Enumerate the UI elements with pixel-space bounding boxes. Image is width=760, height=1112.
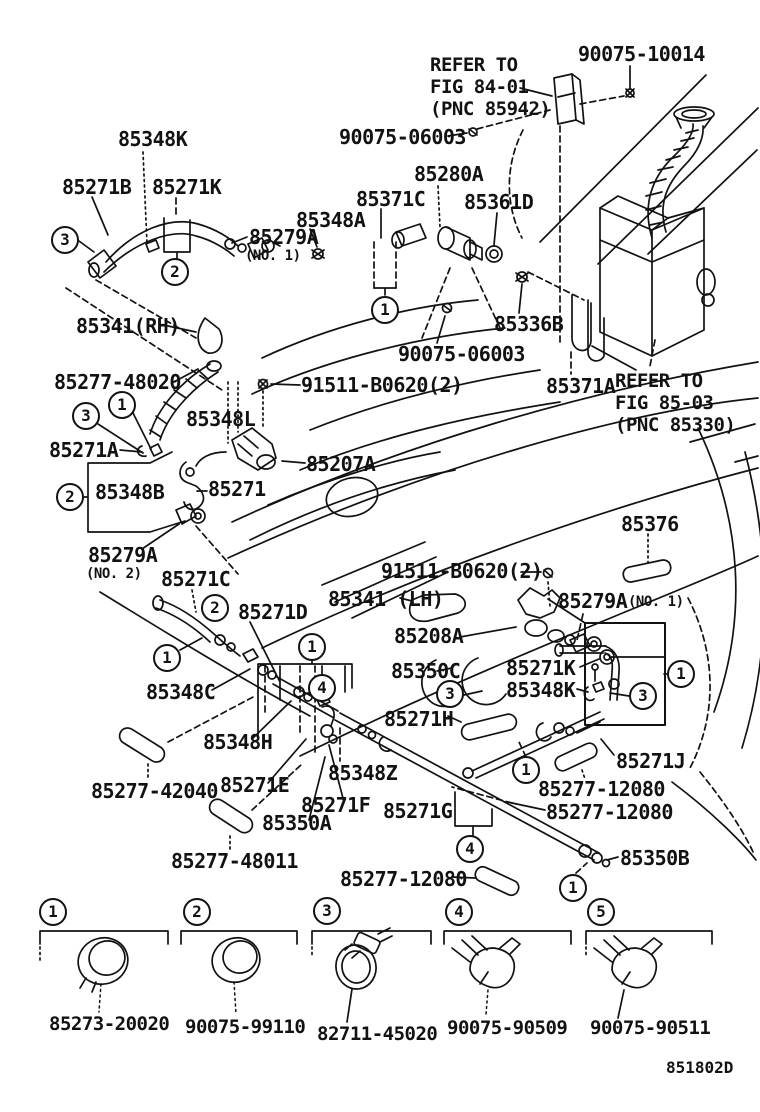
part-label-85348K-top: 85348K: [118, 127, 188, 151]
legend-part-number: 85273-20020: [49, 1013, 170, 1035]
leader-lines: [78, 65, 668, 879]
legend-brackets: [39, 930, 713, 945]
callout-circle: 2: [56, 483, 84, 511]
dotted-leaders: [39, 151, 649, 961]
part-label-85350C: 85350C: [391, 659, 461, 683]
part-label-85371C: 85371C: [356, 187, 426, 211]
note-line: REFER TO: [430, 54, 518, 76]
part-label-85279A-no1-mid-sub: (NO. 1): [628, 594, 684, 610]
part-label-90075-10014: 90075-10014: [578, 42, 705, 66]
legend-callout-1: 1: [39, 898, 67, 926]
part-label-85350A: 85350A: [262, 811, 332, 835]
part-label-85277-12080-c: 85277-12080: [340, 867, 467, 891]
part-label-85348C: 85348C: [146, 680, 216, 704]
part-label-85348H: 85348H: [203, 730, 273, 754]
note-line: FIG 85-03: [615, 392, 714, 414]
rear-tube-drawing: [118, 595, 620, 897]
part-label-85277-48020: 85277-48020: [54, 370, 181, 394]
front-nozzle-hoses-drawing: [87, 220, 281, 525]
note-line: FIG 84-01: [430, 76, 529, 98]
part-label-85271K-mid: 85271K: [506, 656, 576, 680]
callout-circle: 1: [512, 756, 540, 784]
part-label-85277-42040: 85277-42040: [91, 779, 218, 803]
part-label-85279A-no2: 85279A: [88, 543, 158, 567]
part-label-85280A: 85280A: [414, 162, 484, 186]
part-label-85348K-mid: 85348K: [506, 678, 576, 702]
part-label-85350B: 85350B: [620, 846, 690, 870]
legend-clamp-icons: [77, 927, 663, 1023]
note-line: (PNC 85330): [615, 414, 736, 436]
callout-circle: 3: [72, 402, 100, 430]
part-label-85371A: 85371A: [546, 374, 616, 398]
part-label-85271F: 85271F: [301, 793, 371, 817]
legend-callout-2: 2: [183, 898, 211, 926]
part-label-85348B: 85348B: [95, 480, 165, 504]
callout-circle: 3: [629, 682, 657, 710]
callout-circle: 3: [436, 680, 464, 708]
note-refer-fig-85-03: REFER TO FIG 85-03 (PNC 85330): [615, 370, 736, 436]
callout-circle: 4: [308, 674, 336, 702]
part-label-85271D: 85271D: [238, 600, 308, 624]
part-label-85336B: 85336B: [494, 312, 564, 336]
callout-circle: 1: [153, 644, 181, 672]
part-label-85271J: 85271J: [616, 749, 686, 773]
part-label-85277-12080-b: 85277-12080: [546, 800, 673, 824]
part-label-90075-06003-top: 90075-06003: [339, 125, 466, 149]
legend-part-number: 90075-99110: [185, 1016, 306, 1038]
callout-circle: 1: [298, 633, 326, 661]
legend-callout-5: 5: [587, 898, 615, 926]
part-label-85271H: 85271H: [384, 707, 454, 731]
part-label-85348A: 85348A: [296, 208, 366, 232]
callout-circle: 1: [667, 660, 695, 688]
part-label-85341-LH: 85341 (LH): [328, 587, 444, 611]
part-label-85348Z: 85348Z: [328, 761, 398, 785]
part-label-85361D: 85361D: [464, 190, 534, 214]
pump-cluster-drawing: [391, 223, 503, 263]
part-label-85279A-no1-top: 85279A: [249, 225, 319, 249]
car-body-lines: [99, 74, 760, 861]
part-label-85271A: 85271A: [49, 438, 119, 462]
part-label-85271G: 85271G: [383, 799, 453, 823]
part-label-85271: 85271: [208, 477, 266, 501]
note-line: REFER TO: [615, 370, 703, 392]
part-label-85279A-no1-mid: 85279A: [558, 589, 628, 613]
note-refer-fig-84-01: REFER TO FIG 84-01 (PNC 85942): [430, 54, 551, 120]
callout-circle: 4: [456, 835, 484, 863]
callout-circle: 2: [201, 594, 229, 622]
note-line: (PNC 85942): [430, 98, 551, 120]
part-label-85277-12080-a: 85277-12080: [538, 777, 665, 801]
part-label-85279A-no1-top-sub: (NO. 1): [245, 248, 301, 264]
washer-reservoir-drawing: [587, 106, 716, 362]
callout-circle: 2: [161, 258, 189, 286]
part-label-85279A-no2-sub: (NO. 2): [86, 566, 142, 582]
legend-part-number: 82711-45020: [317, 1023, 438, 1045]
part-label-90075-06003-mid: 90075-06003: [398, 342, 525, 366]
cowl-nozzle-drawing: [408, 559, 672, 708]
part-label-85348L: 85348L: [186, 407, 256, 431]
part-label-85271K-top: 85271K: [152, 175, 222, 199]
part-label-85271E: 85271E: [220, 773, 290, 797]
legend-part-number: 90075-90509: [447, 1017, 568, 1039]
diagram-code: 851802D: [666, 1058, 734, 1077]
part-label-91511-B0620-mid: 91511-B0620(2): [381, 559, 543, 583]
legend-callout-4: 4: [445, 898, 473, 926]
callout-circle: 1: [108, 391, 136, 419]
callout-circle: 1: [559, 874, 587, 902]
part-label-85341-RH: 85341(RH): [76, 314, 180, 338]
relay-and-screws-drawing: [257, 73, 635, 579]
callout-circle: 3: [51, 226, 79, 254]
part-label-91511-B0620-left: 91511-B0620(2): [301, 373, 463, 397]
part-label-85207A: 85207A: [306, 452, 376, 476]
callout-brackets: [83, 217, 666, 836]
part-label-85376: 85376: [621, 512, 679, 536]
part-label-85208A: 85208A: [394, 624, 464, 648]
legend-callout-3: 3: [313, 897, 341, 925]
part-label-85271B: 85271B: [62, 175, 132, 199]
part-label-85271C: 85271C: [161, 567, 231, 591]
part-label-85277-48011: 85277-48011: [171, 849, 298, 873]
legend-part-number: 90075-90511: [590, 1017, 711, 1039]
callout-circle: 1: [371, 296, 399, 324]
